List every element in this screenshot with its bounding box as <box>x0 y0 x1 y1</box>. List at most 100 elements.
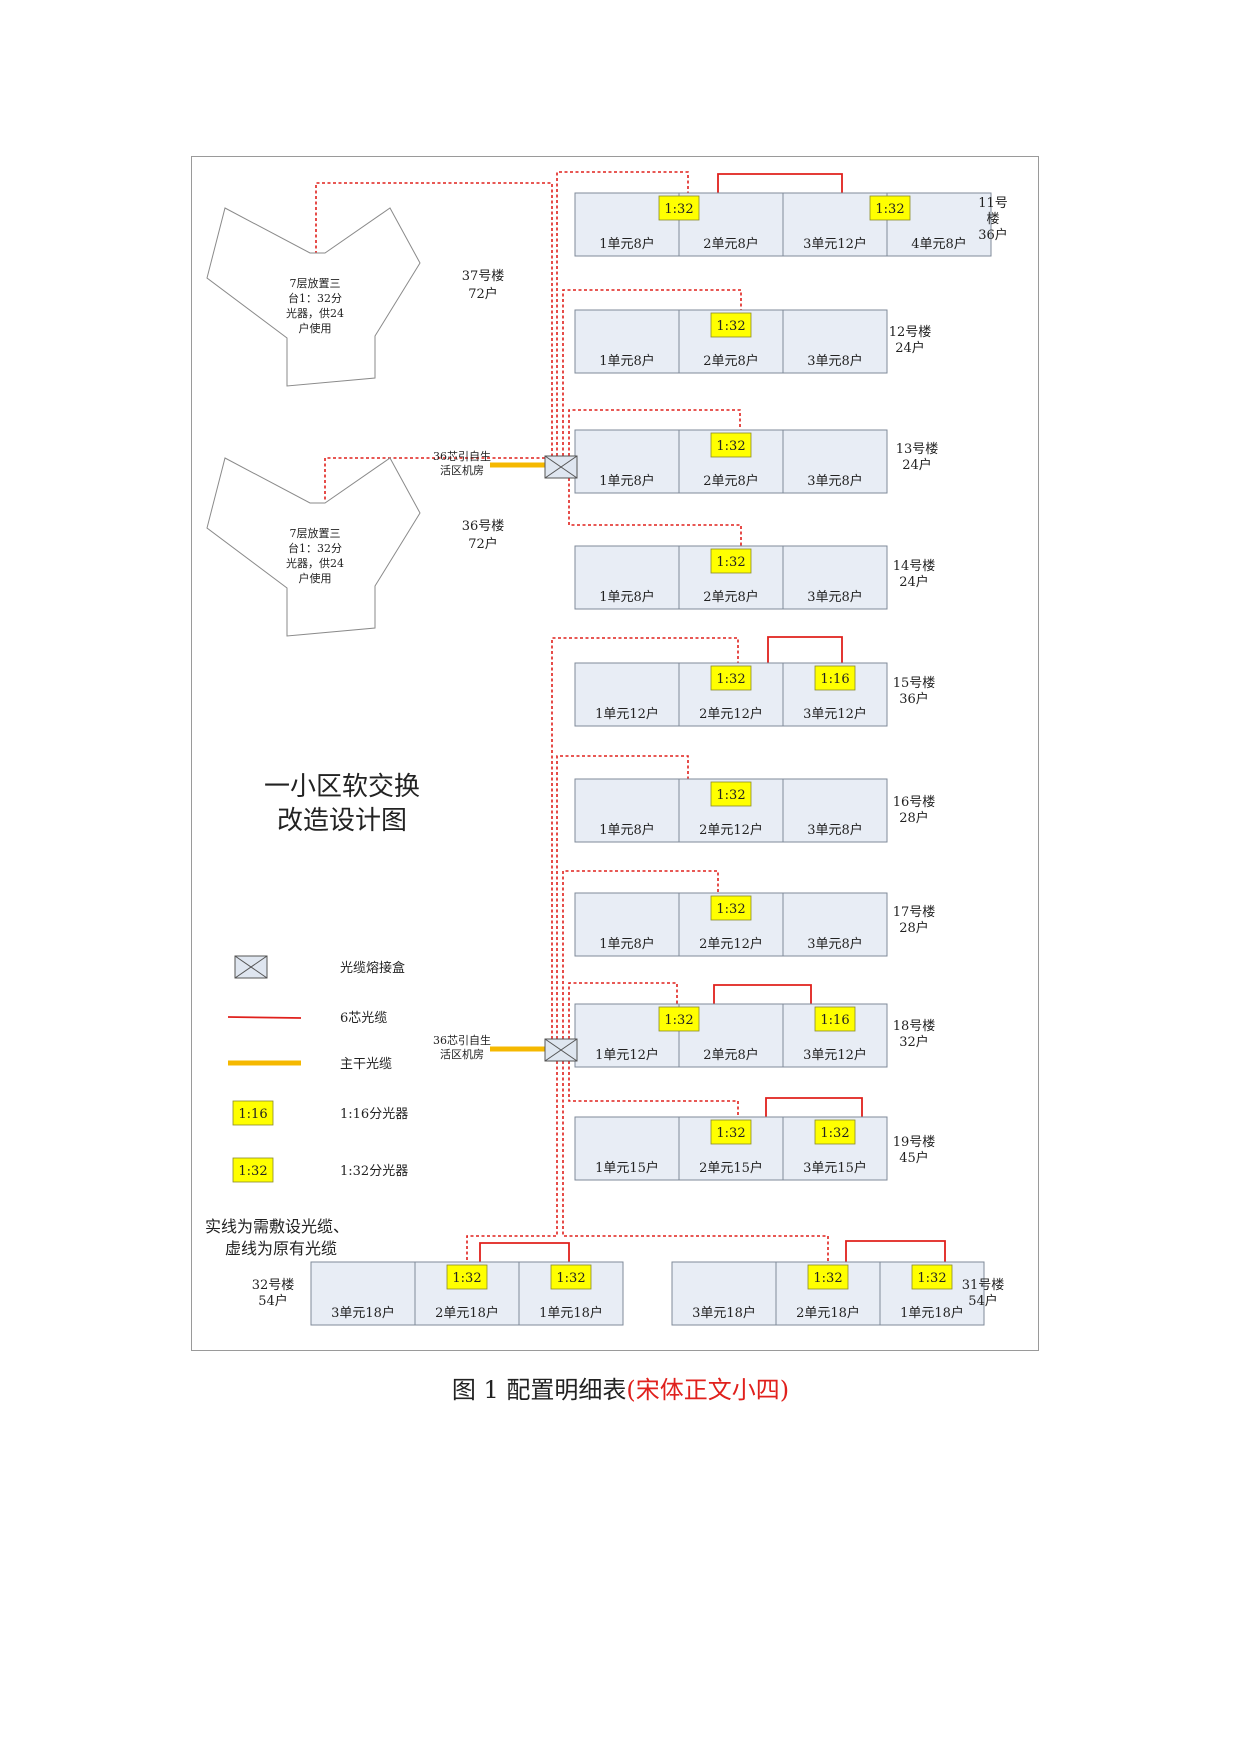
diagram-frame <box>191 156 1039 1351</box>
building-households: 24户 <box>902 457 932 473</box>
dashed-to-15 <box>551 637 739 1039</box>
unit-block <box>782 309 888 374</box>
splitter-box <box>869 195 911 221</box>
splitter-box <box>710 895 752 921</box>
splitter-box <box>710 1119 752 1145</box>
unit-label: 3单元12户 <box>803 706 867 722</box>
unit-block <box>574 778 680 843</box>
unit-label: 2单元18户 <box>435 1305 499 1321</box>
splitter-ratio: 1:16 <box>820 672 849 687</box>
splitter-box <box>658 195 700 221</box>
tower-building-name: 37号楼 <box>462 269 505 284</box>
splitter-ratio: 1:32 <box>716 439 745 454</box>
solid-15 <box>767 636 843 666</box>
building-name: 11号 <box>978 196 1008 211</box>
unit-label: 4单元8户 <box>911 236 967 252</box>
building-households: 28户 <box>899 920 929 936</box>
hub-note: 36芯引自生 <box>433 449 491 463</box>
dashed-to-16 <box>556 755 689 1039</box>
tower-households: 72户 <box>468 536 498 552</box>
building-name: 13号楼 <box>896 442 939 457</box>
tower-building <box>206 457 421 637</box>
solid-11 <box>717 173 843 196</box>
building-name: 31号楼 <box>962 1278 1005 1293</box>
dashed-to-12 <box>562 289 742 456</box>
tower-note: 光器，供24 <box>286 556 344 570</box>
unit-label: 3单元8户 <box>807 473 863 489</box>
unit-block <box>782 429 888 494</box>
splitter-ratio: 1:32 <box>664 1013 693 1028</box>
splitter-ratio: 1:16 <box>820 1013 849 1028</box>
unit-label: 1单元15户 <box>595 1160 659 1176</box>
hub-note: 活区机房 <box>440 463 484 477</box>
splitter-ratio: 1:32 <box>820 1126 849 1141</box>
unit-label: 3单元15户 <box>803 1160 867 1176</box>
tower-note: 7层放置三 <box>290 526 341 540</box>
diagram-title: 改造设计图 <box>277 806 407 836</box>
splice-box-lower <box>544 1038 578 1062</box>
building-name: 18号楼 <box>893 1019 936 1034</box>
splitter-box <box>550 1264 592 1290</box>
splitter-box <box>710 432 752 458</box>
hub-note: 活区机房 <box>440 1047 484 1061</box>
unit-block <box>574 309 680 374</box>
legend-splice-box <box>234 955 268 979</box>
building-households: 36户 <box>899 691 929 707</box>
building-households: 54户 <box>968 1293 998 1309</box>
unit-block <box>574 1116 680 1181</box>
solid-31 <box>845 1240 946 1265</box>
splitter-box <box>814 1119 856 1145</box>
building-name: 17号楼 <box>893 905 936 920</box>
unit-label: 3单元8户 <box>807 589 863 605</box>
splitter-ratio: 1:16 <box>238 1107 267 1122</box>
splitter-box <box>446 1264 488 1290</box>
legend-splitter-box <box>232 1157 274 1183</box>
unit-label: 2单元8户 <box>703 236 759 252</box>
tower-households: 72户 <box>468 286 498 302</box>
legend-red-line <box>227 1016 302 1019</box>
unit-block <box>782 892 888 957</box>
splitter-box <box>710 548 752 574</box>
unit-block <box>671 1261 777 1326</box>
unit-label: 1单元18户 <box>539 1305 603 1321</box>
unit-block <box>574 545 680 610</box>
dashed-to-17 <box>562 870 719 1039</box>
tower-note: 户使用 <box>299 571 332 585</box>
splice-box-cross <box>544 1038 578 1062</box>
building-name: 19号楼 <box>893 1135 936 1150</box>
dashed-to-36 <box>324 457 545 500</box>
splitter-ratio: 1:32 <box>716 672 745 687</box>
splice-box-upper <box>544 455 578 479</box>
unit-label: 3单元8户 <box>807 822 863 838</box>
solid-18 <box>713 984 812 1007</box>
legend-splitter-box <box>232 1100 274 1126</box>
splitter-ratio: 1:32 <box>716 788 745 803</box>
unit-label: 2单元8户 <box>703 1047 759 1063</box>
splitter-box <box>710 312 752 338</box>
splitter-ratio: 1:32 <box>875 202 904 217</box>
unit-label: 1单元8户 <box>599 589 655 605</box>
splitter-ratio: 1:32 <box>716 1126 745 1141</box>
unit-label: 2单元8户 <box>703 589 759 605</box>
dashed-to-14 <box>568 478 742 549</box>
dashed-to-32 <box>466 1061 558 1265</box>
unit-label: 1单元12户 <box>595 706 659 722</box>
tower-note: 台1：32分 <box>288 291 342 305</box>
building-name: 12号楼 <box>889 325 932 340</box>
splitter-box <box>814 665 856 691</box>
unit-label: 1单元8户 <box>599 822 655 838</box>
unit-label: 3单元12户 <box>803 1047 867 1063</box>
unit-block <box>574 429 680 494</box>
unit-label: 2单元8户 <box>703 353 759 369</box>
unit-label: 1单元8户 <box>599 473 655 489</box>
unit-label: 3单元18户 <box>692 1305 756 1321</box>
legend-label: 主干光缆 <box>340 1056 392 1072</box>
unit-label: 3单元12户 <box>803 236 867 252</box>
